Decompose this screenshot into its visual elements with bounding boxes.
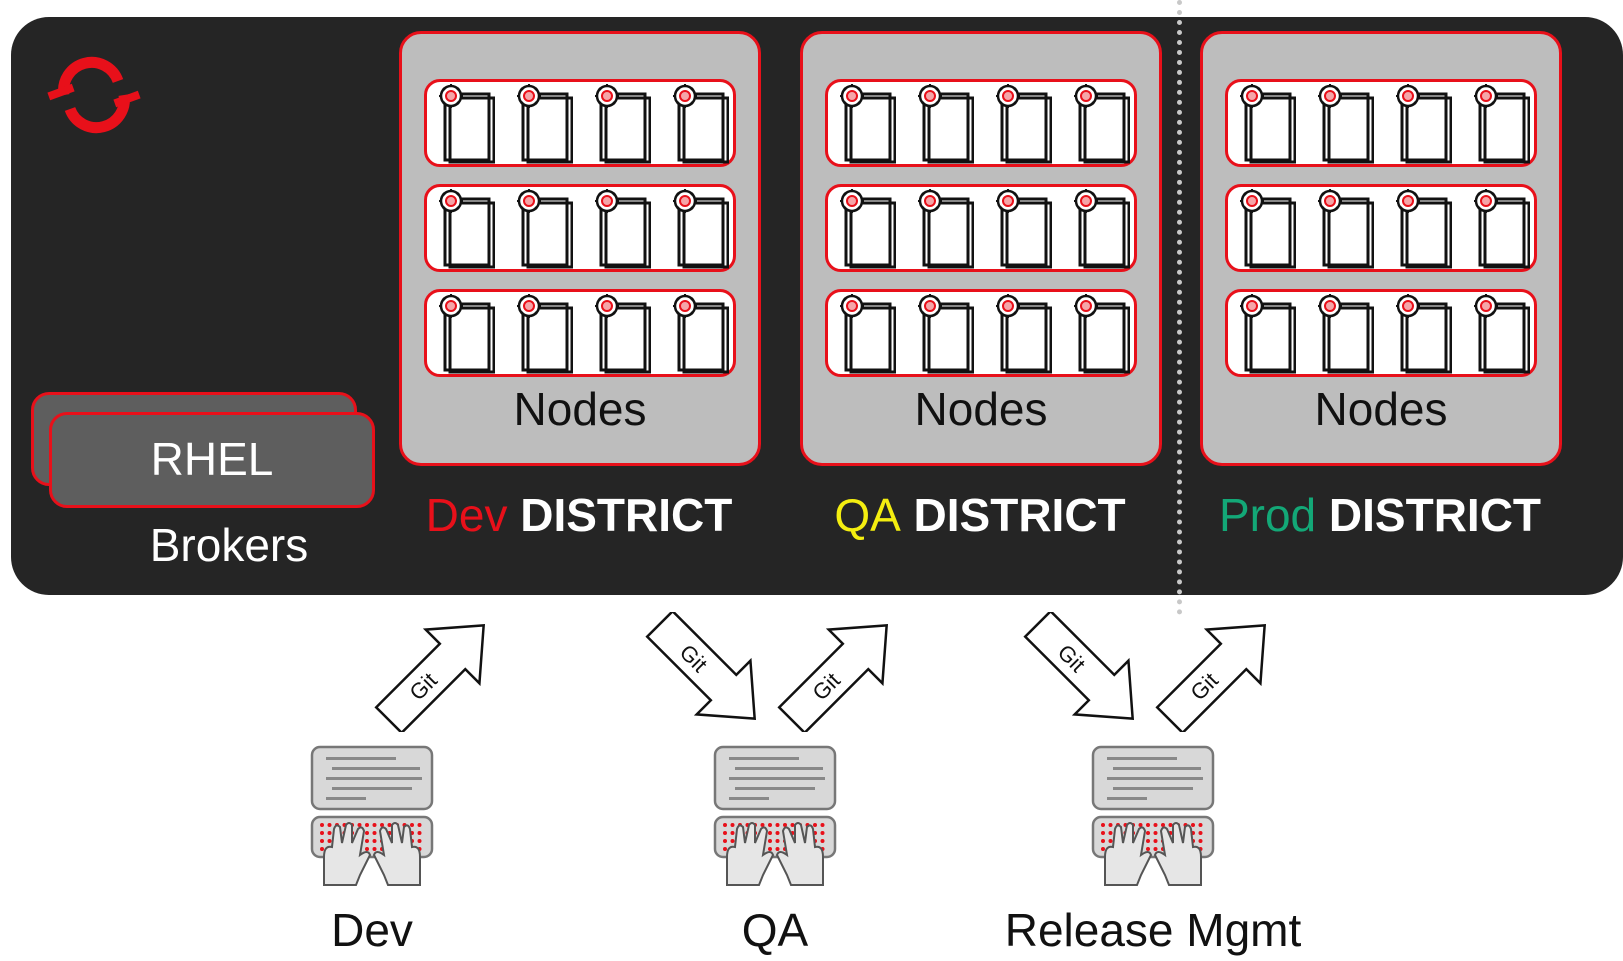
gear-document-icon: [1396, 84, 1452, 164]
gear-document-icon: [918, 294, 974, 374]
gear-document-icon: [996, 294, 1052, 374]
user-label-qa: QA: [741, 904, 809, 956]
nodes-label: Nodes: [513, 383, 647, 435]
district-label-prod: Prod DISTRICT: [1190, 488, 1570, 542]
gear-document-icon: [1318, 189, 1374, 269]
gear-document-icon: [595, 189, 651, 269]
district-box-dev: Nodes: [399, 31, 761, 466]
gear-document-icon: [595, 84, 651, 164]
district-env-name: Dev: [425, 489, 508, 541]
district-box-prod: Nodes: [1200, 31, 1562, 466]
node-row: [825, 289, 1137, 377]
gear-document-icon: [517, 189, 573, 269]
gear-document-icon: [918, 84, 974, 164]
gear-document-icon: [1474, 189, 1530, 269]
gear-document-icon: [595, 294, 651, 374]
gear-document-icon: [918, 189, 974, 269]
gear-document-icon: [1074, 189, 1130, 269]
gear-document-icon: [1396, 294, 1452, 374]
keyboard-hands-icon: [310, 745, 434, 886]
district-env-name: Prod: [1218, 489, 1317, 541]
gear-document-icon: [1240, 84, 1296, 164]
district-word: DISTRICT: [507, 489, 733, 541]
gear-document-icon: [996, 189, 1052, 269]
gear-document-icon: [996, 84, 1052, 164]
gear-document-icon: [439, 84, 495, 164]
node-row: [424, 79, 736, 167]
node-row: [825, 79, 1137, 167]
gear-document-icon: [1474, 84, 1530, 164]
gear-document-icon: [840, 189, 896, 269]
gear-document-icon: [1474, 294, 1530, 374]
district-word: DISTRICT: [1316, 489, 1542, 541]
gear-document-icon: [439, 189, 495, 269]
openshift-logo: [47, 56, 141, 134]
prod-divider: [1177, 0, 1182, 615]
node-row: [825, 184, 1137, 272]
nodes-label: Nodes: [914, 383, 1048, 435]
district-label-qa: QA DISTRICT: [790, 488, 1170, 542]
brokers-caption: Brokers: [149, 519, 309, 571]
district-word: DISTRICT: [900, 489, 1126, 541]
git-arrow-down: Git: [1023, 612, 1135, 721]
node-row: [424, 184, 736, 272]
node-row: [1225, 184, 1537, 272]
gear-document-icon: [1074, 294, 1130, 374]
gear-document-icon: [673, 84, 729, 164]
keyboard-hands-icon: [713, 745, 837, 886]
node-row: [1225, 79, 1537, 167]
user-label-release-mgmt: Release Mgmt: [1004, 904, 1302, 956]
gear-document-icon: [673, 189, 729, 269]
broker-box-rhel: RHEL: [49, 412, 375, 508]
district-label-dev: Dev DISTRICT: [389, 488, 769, 542]
gear-document-icon: [517, 294, 573, 374]
git-arrow-up: Git: [777, 623, 889, 732]
git-arrow-down: Git: [645, 612, 757, 721]
gear-document-icon: [1074, 84, 1130, 164]
git-arrow-up: Git: [1155, 623, 1267, 732]
keyboard-hands-icon: [1091, 745, 1215, 886]
gear-document-icon: [1396, 189, 1452, 269]
gear-document-icon: [1240, 294, 1296, 374]
gear-document-icon: [1318, 84, 1374, 164]
gear-document-icon: [840, 84, 896, 164]
gear-document-icon: [673, 294, 729, 374]
gear-document-icon: [517, 84, 573, 164]
district-box-qa: Nodes: [800, 31, 1162, 466]
nodes-label: Nodes: [1314, 383, 1448, 435]
gear-document-icon: [1318, 294, 1374, 374]
node-row: [1225, 289, 1537, 377]
gear-document-icon: [1240, 189, 1296, 269]
gear-document-icon: [840, 294, 896, 374]
node-row: [424, 289, 736, 377]
user-label-dev: Dev: [331, 904, 413, 956]
git-arrow-up: Git: [374, 623, 486, 732]
gear-document-icon: [439, 294, 495, 374]
district-env-name: QA: [834, 489, 901, 541]
